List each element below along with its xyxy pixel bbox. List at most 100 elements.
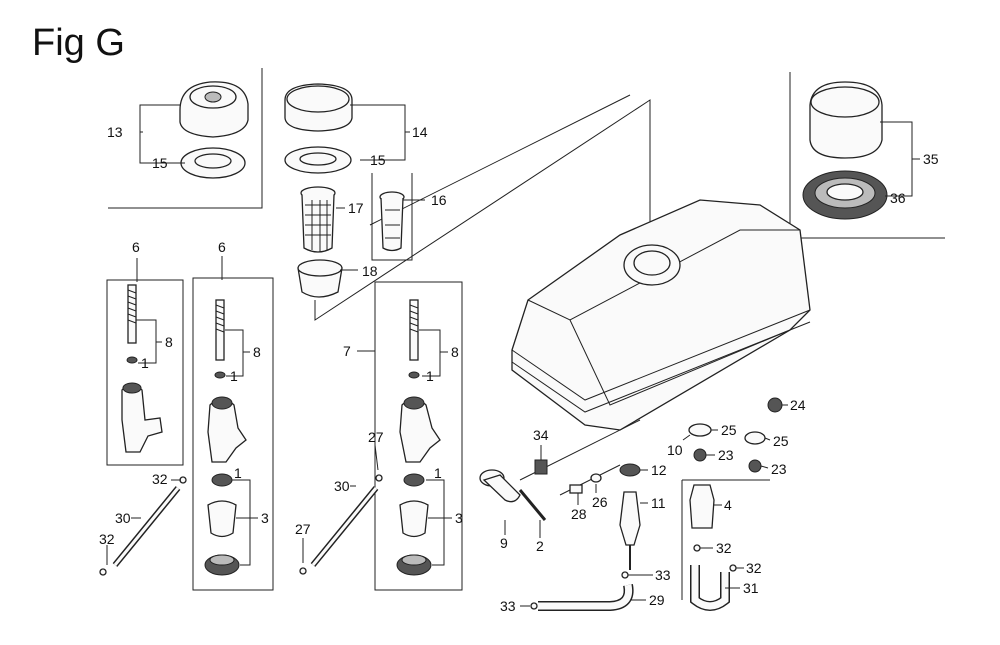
fuel-cap-35 bbox=[809, 81, 883, 159]
callout-8c: 8 bbox=[451, 344, 459, 360]
callout-32c: 32 bbox=[716, 540, 732, 556]
gasket-15a bbox=[180, 147, 246, 179]
callout-18: 18 bbox=[362, 263, 378, 279]
valve-stem-6b bbox=[214, 299, 226, 379]
seal-36 bbox=[802, 170, 888, 220]
clamp-33b bbox=[530, 602, 538, 610]
bolt-34 bbox=[534, 459, 548, 475]
callout-8a: 8 bbox=[165, 334, 173, 350]
bowl-a bbox=[204, 554, 240, 576]
callout-23b: 23 bbox=[771, 461, 787, 477]
nut-23b bbox=[748, 459, 762, 473]
callout-29: 29 bbox=[649, 592, 665, 608]
nut-23a bbox=[693, 448, 707, 462]
cup-18 bbox=[297, 259, 343, 298]
callout-1b: 1 bbox=[230, 368, 238, 384]
washer-1e bbox=[403, 473, 425, 487]
callout-6b: 6 bbox=[218, 239, 226, 255]
callout-30a: 30 bbox=[115, 510, 131, 526]
callout-7: 7 bbox=[343, 343, 351, 359]
callout-33b: 33 bbox=[500, 598, 516, 614]
gasket-15b bbox=[284, 146, 352, 174]
bolt-28 bbox=[569, 484, 583, 494]
callout-28: 28 bbox=[571, 506, 587, 522]
pin-30a bbox=[112, 486, 181, 567]
callout-32d: 32 bbox=[746, 560, 762, 576]
valve-stem-7 bbox=[408, 299, 420, 379]
valve-body-b bbox=[207, 396, 247, 463]
grommet-12 bbox=[619, 463, 641, 477]
clamp-33a bbox=[621, 571, 629, 579]
knob-9 bbox=[479, 469, 521, 503]
callout-2: 2 bbox=[536, 538, 544, 554]
callout-30b: 30 bbox=[334, 478, 350, 494]
callout-35: 35 bbox=[923, 151, 939, 167]
callout-15a: 15 bbox=[152, 155, 168, 171]
strainer-17 bbox=[300, 186, 336, 253]
frame-filter-corner bbox=[681, 479, 770, 600]
pin-30b bbox=[310, 486, 379, 567]
callout-1e: 1 bbox=[434, 465, 442, 481]
callout-23a: 23 bbox=[718, 447, 734, 463]
filter-4 bbox=[689, 484, 715, 529]
callout-12: 12 bbox=[651, 462, 667, 478]
callout-3a: 3 bbox=[261, 510, 269, 526]
clip-27b bbox=[299, 567, 307, 575]
washer-1c bbox=[211, 473, 233, 487]
callout-25a: 25 bbox=[721, 422, 737, 438]
callout-9: 9 bbox=[500, 535, 508, 551]
nut-24 bbox=[767, 397, 783, 413]
washer-25b bbox=[744, 431, 766, 445]
clip-27a bbox=[375, 474, 383, 482]
callout-33a: 33 bbox=[655, 567, 671, 583]
callout-25b: 25 bbox=[773, 433, 789, 449]
washer-25a bbox=[688, 423, 712, 437]
callout-31: 31 bbox=[743, 580, 759, 596]
leader-tank-neck bbox=[314, 94, 651, 321]
figure-title: Fig G bbox=[32, 22, 125, 64]
callout-27b: 27 bbox=[295, 521, 311, 537]
bowl-b bbox=[396, 554, 432, 576]
callout-1d: 1 bbox=[426, 368, 434, 384]
callout-13: 13 bbox=[107, 124, 123, 140]
callout-17: 17 bbox=[348, 200, 364, 216]
callout-10: 10 bbox=[667, 442, 683, 458]
callout-32b: 32 bbox=[99, 531, 115, 547]
leader-lines bbox=[106, 104, 920, 607]
clip-32b bbox=[99, 568, 107, 576]
strainer-16 bbox=[379, 191, 405, 252]
callout-8b: 8 bbox=[253, 344, 261, 360]
fuel-cock-11 bbox=[619, 491, 641, 570]
callout-4: 4 bbox=[724, 497, 732, 513]
fuel-cap-13 bbox=[179, 81, 249, 138]
callout-15b: 15 bbox=[370, 152, 386, 168]
callout-3b: 3 bbox=[455, 510, 463, 526]
callout-labels: 13 15 14 15 16 17 18 35 36 6 8 1 6 8 1 1… bbox=[99, 124, 939, 614]
callout-36: 36 bbox=[890, 190, 906, 206]
callout-32a: 32 bbox=[152, 471, 168, 487]
clip-32d bbox=[729, 564, 737, 572]
fuel-tank-10 bbox=[511, 199, 811, 431]
callout-14: 14 bbox=[412, 124, 428, 140]
clip-32c bbox=[693, 544, 701, 552]
callout-26: 26 bbox=[592, 494, 608, 510]
valve-body-a bbox=[121, 382, 163, 453]
callout-34: 34 bbox=[533, 427, 549, 443]
callout-16: 16 bbox=[431, 192, 447, 208]
washer-26 bbox=[590, 473, 602, 483]
fuel-hose-29 bbox=[538, 584, 634, 611]
fuel-cap-14 bbox=[284, 83, 353, 132]
valve-body-c bbox=[399, 396, 441, 463]
hose-31 bbox=[690, 565, 730, 611]
valve-stem-6a bbox=[126, 284, 138, 364]
callout-1a: 1 bbox=[141, 355, 149, 371]
callout-27a: 27 bbox=[368, 429, 384, 445]
frame-cap-set-a bbox=[108, 68, 263, 209]
screw-2 bbox=[518, 489, 547, 521]
frame-valve-3 bbox=[374, 281, 463, 591]
cup-3a bbox=[207, 500, 237, 538]
callout-1c: 1 bbox=[234, 465, 242, 481]
callout-6a: 6 bbox=[132, 239, 140, 255]
callout-24: 24 bbox=[790, 397, 806, 413]
